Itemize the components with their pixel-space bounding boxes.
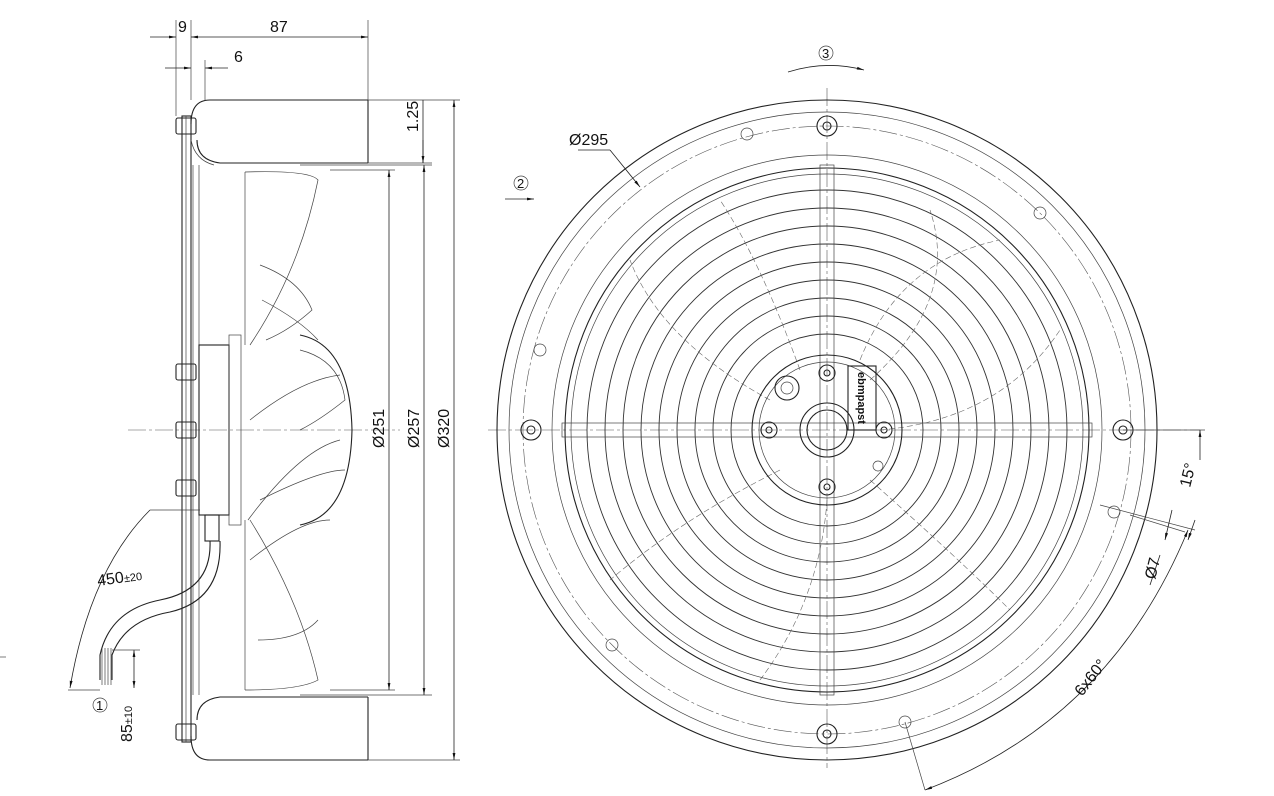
guard-rings [586, 189, 1068, 671]
cable [99, 540, 221, 685]
dim-1-25: 1.25 [405, 101, 422, 132]
dim-strip-length-tol: ±10 [123, 706, 135, 724]
front-view: ebmpapst Ø295 2 3 [488, 45, 1205, 791]
guard-struts [561, 164, 1093, 696]
dim-strip-length: 85 [119, 724, 136, 742]
side-view: 9 87 6 1.25 Ø251 Ø257 Ø320 450±20 [0, 19, 460, 761]
callout-3: 3 [822, 46, 829, 61]
dim-cable-length-tol: ±20 [123, 571, 143, 585]
dim-pattern-6x60: 6x60° [1072, 657, 1111, 700]
dim-diameter-257: Ø257 [406, 409, 423, 448]
dim-diameter-295: Ø295 [569, 132, 608, 149]
svg-text:85±10: 85±10 [119, 706, 136, 742]
dim-9: 9 [178, 19, 187, 36]
callout-1: 1 [96, 698, 103, 713]
fan-blades-side [244, 171, 346, 691]
flange-plate [181, 115, 192, 743]
dim-diameter-251: Ø251 [371, 409, 388, 448]
flange-bolts [175, 117, 197, 741]
callout-2: 2 [517, 176, 524, 191]
dim-6: 6 [234, 49, 243, 66]
dim-cable-length: 450 [96, 569, 125, 590]
svg-text:450±20: 450±20 [96, 567, 143, 590]
dim-diameter-7: Ø7 [1142, 556, 1164, 581]
dim-diameter-320: Ø320 [436, 409, 453, 448]
dim-angle-15: 15° [1177, 461, 1199, 489]
dim-87: 87 [270, 19, 288, 36]
hub [751, 354, 903, 506]
brand-label: ebmpapst [855, 372, 867, 424]
